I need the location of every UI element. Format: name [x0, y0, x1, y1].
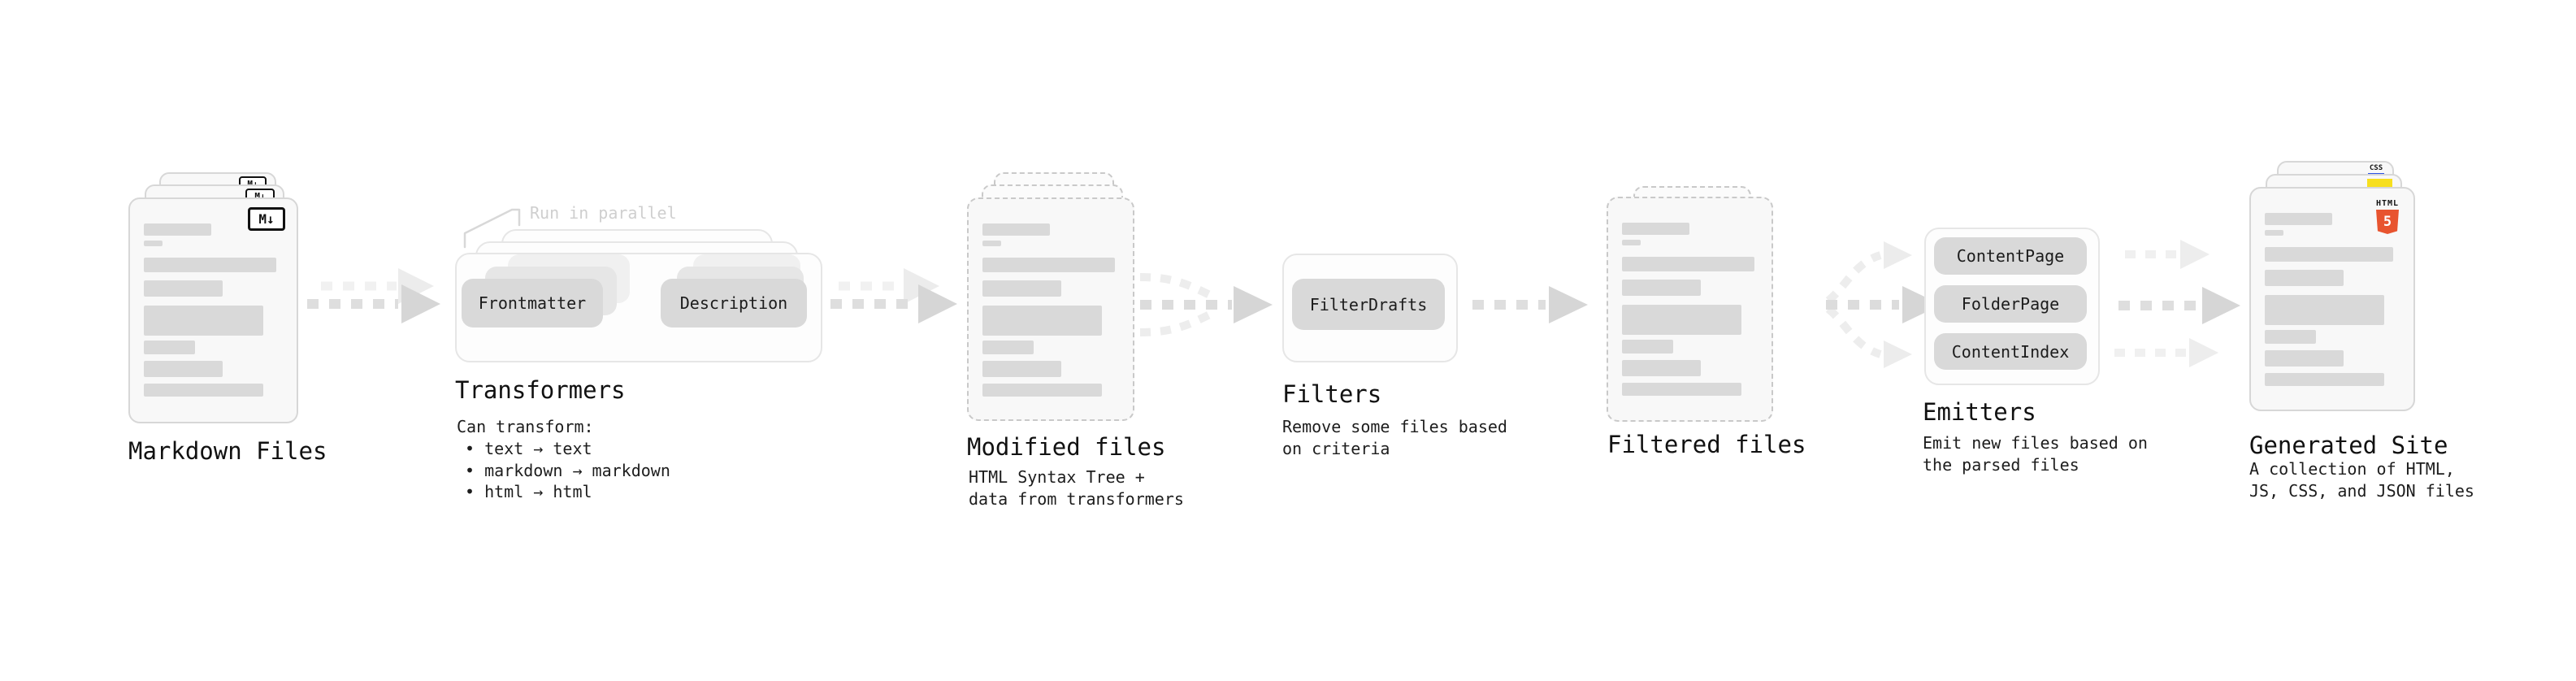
- modified-desc-line2: data from transformers: [969, 489, 1184, 509]
- generated-desc-line2: JS, CSS, and JSON files: [2249, 481, 2474, 501]
- contentindex-button[interactable]: ContentIndex: [1934, 333, 2087, 370]
- transformers-bullet: • text → text: [465, 439, 592, 458]
- js-icon: [2367, 179, 2392, 189]
- arrow-transformers-to-modified: [830, 268, 957, 323]
- run-in-parallel-annotation: Run in parallel: [530, 203, 677, 223]
- annotation-leader-line: [463, 208, 521, 249]
- modified-desc-line1: HTML Syntax Tree +: [969, 467, 1145, 487]
- folderpage-button[interactable]: FolderPage: [1934, 285, 2087, 323]
- emitters-desc-line1: Emit new files based on: [1923, 433, 2148, 453]
- emitters-desc-line2: the parsed files: [1923, 455, 2079, 475]
- modified-file-card: [967, 197, 1134, 421]
- html5-icon-shield: 5: [2376, 210, 2399, 234]
- stage-label-generated-site: Generated Site: [2249, 432, 2448, 459]
- transformers-desc: Can transform:: [457, 417, 594, 436]
- filterdrafts-button[interactable]: FilterDrafts: [1292, 279, 1445, 330]
- generated-desc-line1: A collection of HTML,: [2249, 459, 2455, 479]
- frontmatter-button[interactable]: Frontmatter: [462, 279, 603, 327]
- arrow-emitters-to-generated: [2114, 240, 2240, 367]
- transformers-bullet: • markdown → markdown: [465, 461, 670, 480]
- description-button[interactable]: Description: [661, 279, 807, 327]
- stage-label-emitters: Emitters: [1923, 398, 2036, 426]
- markdown-icon: M↓: [248, 207, 285, 231]
- html5-icon: HTML 5: [2370, 193, 2405, 234]
- html-file-card: HTML 5: [2249, 187, 2415, 411]
- transformers-bullet: • html → html: [465, 482, 592, 501]
- stage-label-filters: Filters: [1282, 380, 1382, 408]
- filters-desc-line1: Remove some files based: [1282, 417, 1507, 436]
- stage-label-filtered-files: Filtered files: [1607, 431, 1806, 458]
- arrow-markdown-to-transformers: [307, 268, 440, 323]
- contentpage-button[interactable]: ContentPage: [1934, 237, 2087, 275]
- markdown-file-card: M↓: [128, 197, 298, 423]
- stage-label-transformers: Transformers: [455, 376, 626, 404]
- stage-label-markdown-files: Markdown Files: [128, 437, 327, 465]
- arrow-filtered-to-emitters: [1825, 241, 1941, 368]
- filtered-file-card: [1607, 197, 1773, 422]
- stage-label-modified-files: Modified files: [967, 433, 1166, 461]
- html5-icon-word: HTML: [2375, 199, 2400, 208]
- arrow-modified-to-filters: [1139, 273, 1273, 336]
- arrow-filters-to-filtered: [1472, 286, 1588, 323]
- filters-desc-line2: on criteria: [1282, 439, 1390, 458]
